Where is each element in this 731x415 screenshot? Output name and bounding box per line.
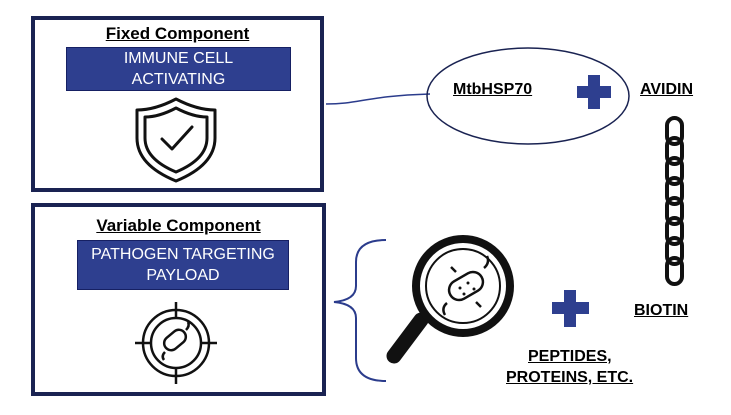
connector-line <box>325 93 431 105</box>
shield-check-icon <box>135 97 217 183</box>
pathogen-targeting-band: PATHOGEN TARGETING PAYLOAD <box>77 240 289 290</box>
peptides-label-line1: PEPTIDES, <box>528 348 612 365</box>
hsp-ellipse <box>426 47 630 145</box>
hsp-label: MtbHSP70 <box>453 81 533 98</box>
avidin-label: AVIDIN <box>640 81 694 98</box>
peptides-label-line2: PROTEINS, ETC. <box>506 369 634 386</box>
crosshair-bacteria-icon <box>135 302 217 384</box>
variable-band-line2: PAYLOAD <box>146 267 220 284</box>
variable-band-line1: PATHOGEN TARGETING <box>91 246 275 263</box>
biotin-label: BIOTIN <box>634 302 689 319</box>
variable-component-title: Variable Component <box>96 216 261 235</box>
fixed-component-panel: Fixed Component IMMUNE CELL ACTIVATING <box>31 16 324 192</box>
fixed-component-title: Fixed Component <box>105 24 250 43</box>
variable-component-panel: Variable Component PATHOGEN TARGETING PA… <box>31 203 326 396</box>
bracket <box>333 239 387 382</box>
magnifier-bacteria-icon <box>386 235 514 364</box>
fixed-band-line1: IMMUNE CELL <box>123 50 234 67</box>
immune-cell-activating-band: IMMUNE CELL ACTIVATING <box>66 47 291 91</box>
chain-icon <box>665 116 684 286</box>
plus-icon <box>552 290 589 327</box>
plus-icon <box>577 75 611 109</box>
fixed-band-line2: ACTIVATING <box>131 71 226 88</box>
